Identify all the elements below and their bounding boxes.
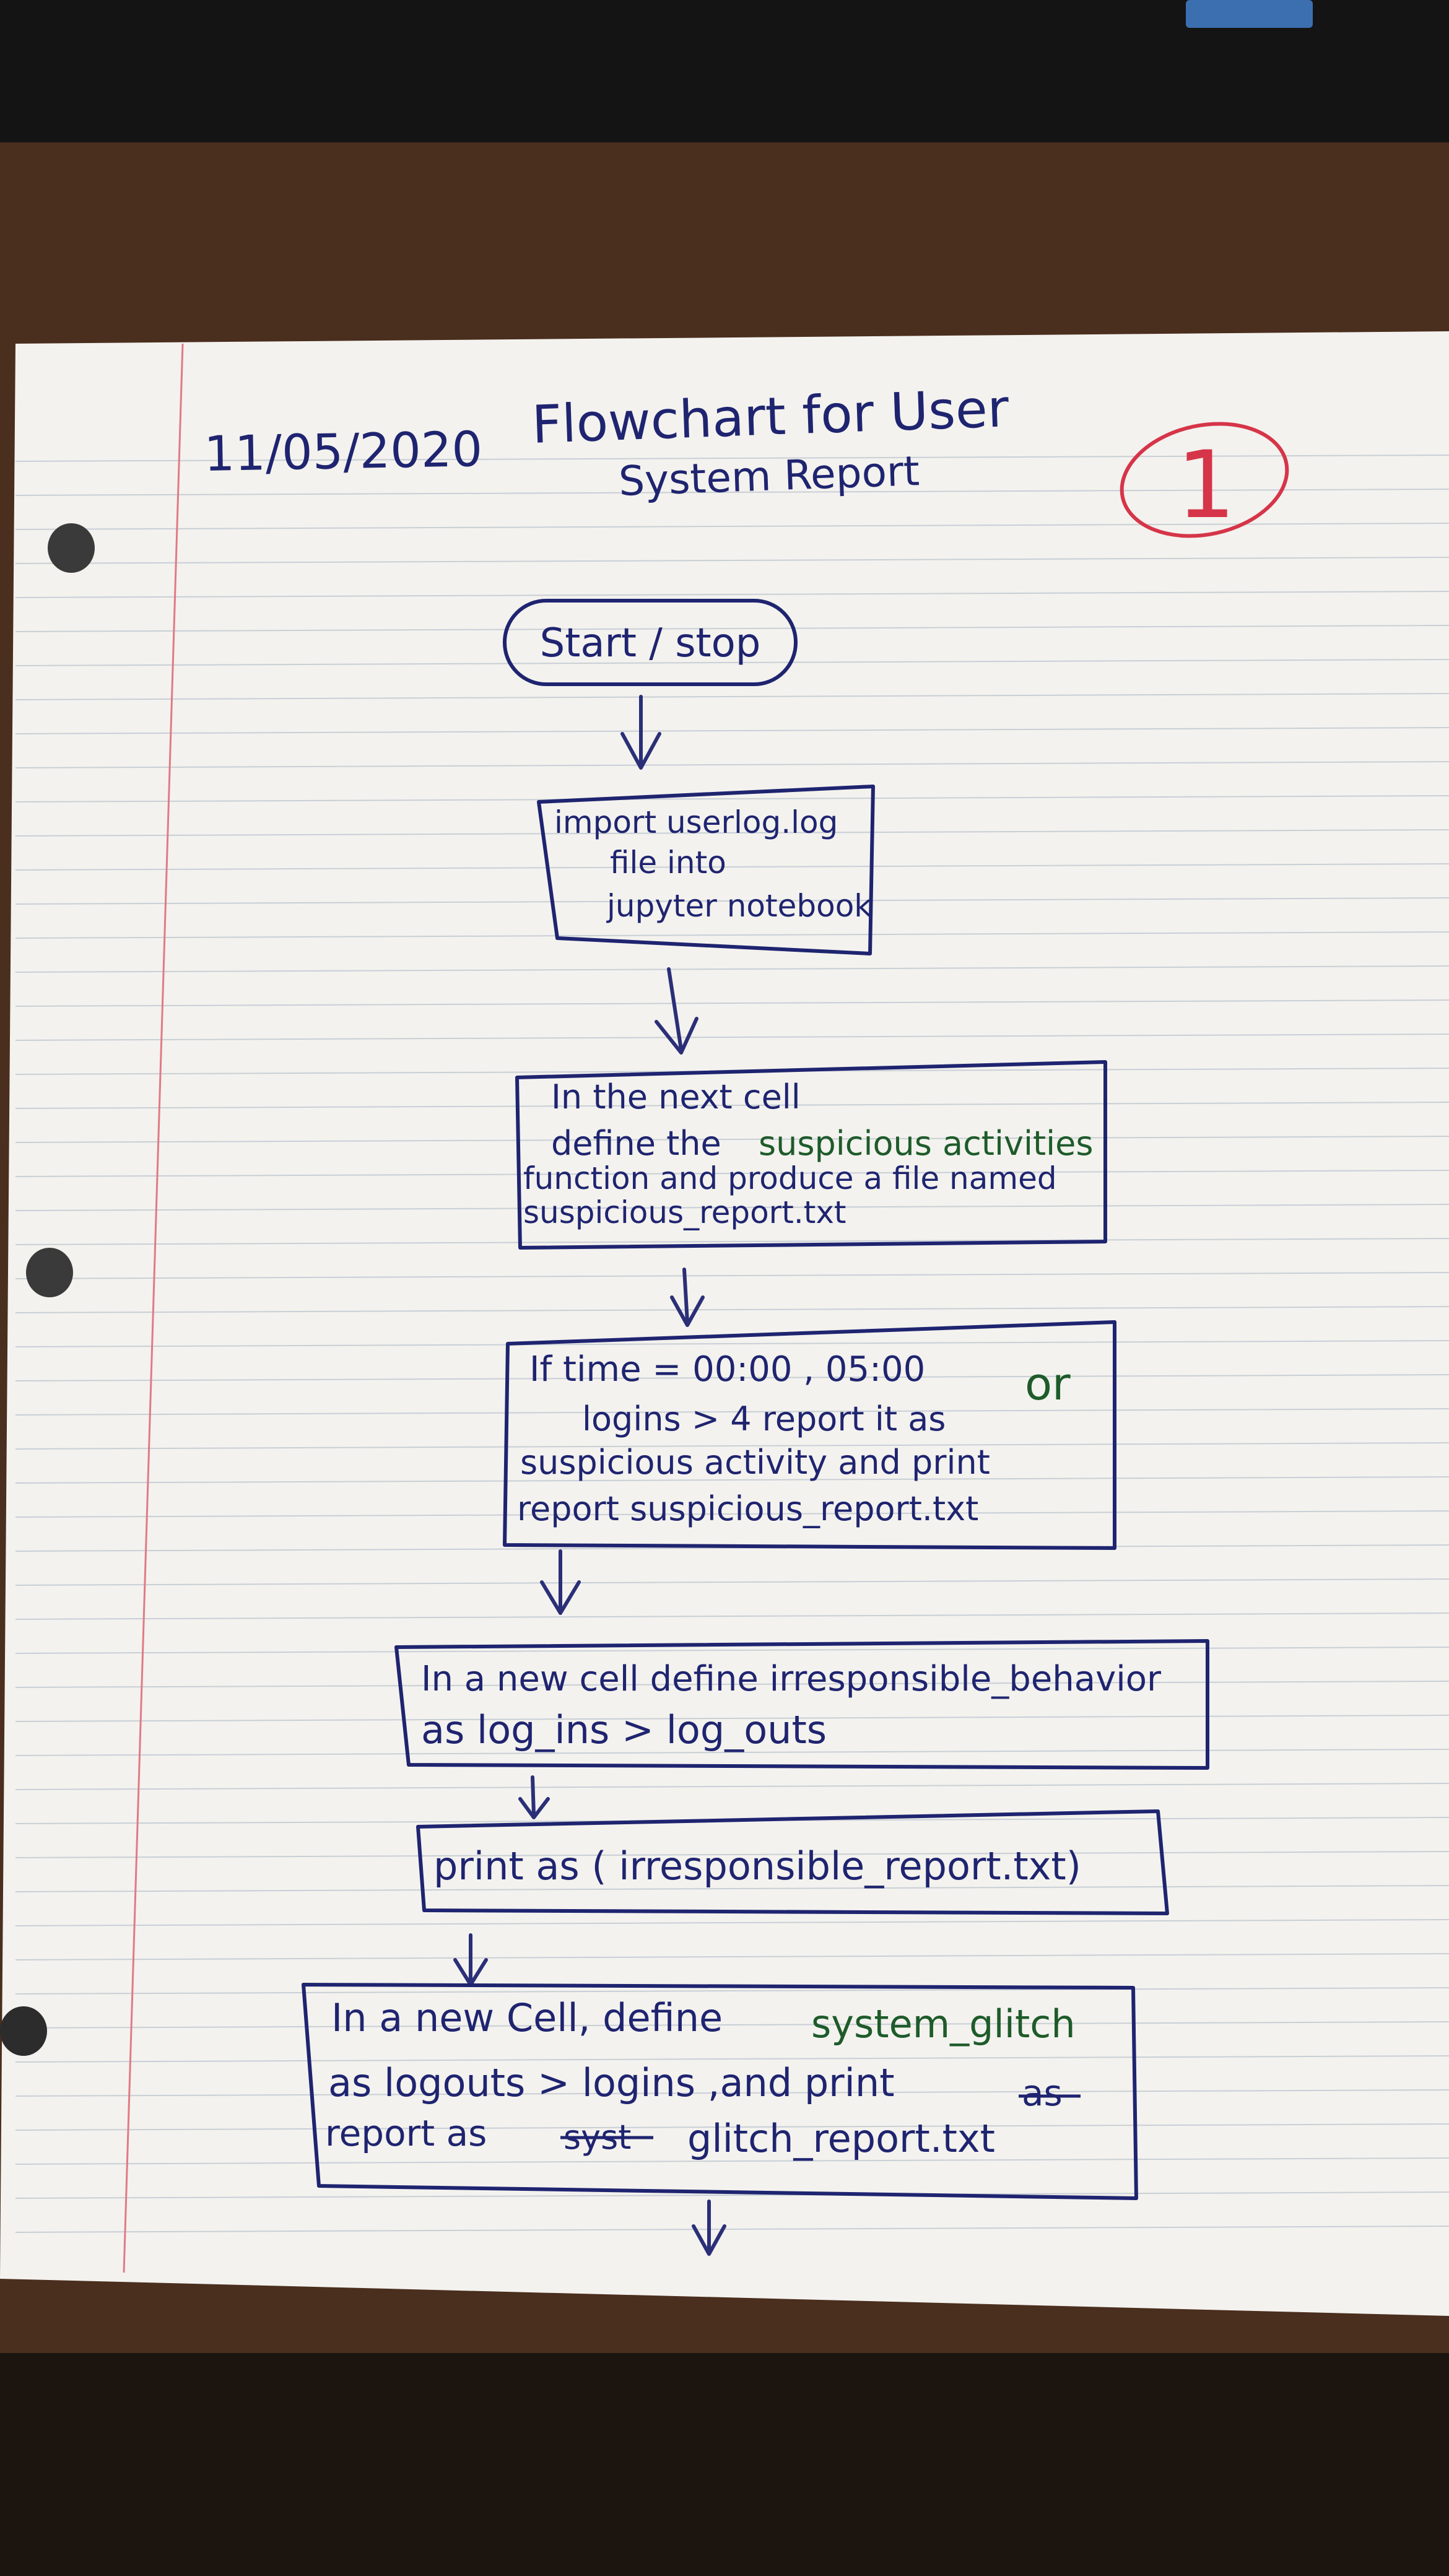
margin-line xyxy=(123,343,184,2273)
arrow-down xyxy=(540,1549,581,1615)
print-irresponsible-node: print as ( irresponsible_report.txt) xyxy=(416,1809,1169,1915)
define-line-4: suspicious_report.txt xyxy=(523,1194,846,1230)
notebook-page xyxy=(0,331,1449,2316)
desk-shadow-bottom xyxy=(0,2353,1449,2576)
arrow-down xyxy=(620,695,661,770)
define-line-3: function and produce a file named xyxy=(523,1160,1057,1196)
arrow-down xyxy=(655,967,698,1055)
arrow-down xyxy=(692,2200,726,2256)
irresponsible-line-1: In a new cell define irresponsible_behav… xyxy=(421,1659,1162,1699)
page-number: 1 xyxy=(1177,432,1235,539)
irresponsible-line-2: as log_ins > log_outs xyxy=(421,1707,827,1752)
punch-hole xyxy=(26,1248,73,1297)
start-stop-label: Start / stop xyxy=(540,620,761,666)
punch-hole xyxy=(0,2006,47,2056)
define-line-2a: define the xyxy=(551,1124,721,1163)
define-line-2b: suspicious activities xyxy=(759,1124,1093,1163)
page-date: 11/05/2020 xyxy=(204,422,483,482)
arrow-down xyxy=(518,1775,550,1819)
define-node: In the next cell define the suspicious a… xyxy=(515,1060,1107,1250)
print-irresponsible-label: print as ( irresponsible_report.txt) xyxy=(433,1843,1081,1889)
glitch-line-2a: as logouts > logins ,and print xyxy=(328,2060,895,2105)
glitch-node: In a new Cell, define system_glitch as l… xyxy=(302,1983,1138,2200)
laptop-sticker xyxy=(1186,0,1313,28)
punch-hole xyxy=(48,523,95,573)
condition-line-3: suspicious activity and print xyxy=(520,1443,990,1482)
import-line-1: import userlog.log xyxy=(554,804,838,840)
glitch-line-1b: system_glitch xyxy=(811,2001,1076,2047)
rule-lines xyxy=(15,455,1449,2233)
glitch-line-3a: report as xyxy=(325,2112,487,2154)
condition-or-note: or xyxy=(1025,1358,1071,1410)
glitch-line-3b: glitch_report.txt xyxy=(687,2116,995,2161)
page-subtitle: System Report xyxy=(618,447,920,505)
condition-node: If time = 00:00 , 05:00 or logins > 4 re… xyxy=(503,1320,1116,1550)
import-line-2: file into xyxy=(610,845,726,881)
condition-line-2: logins > 4 report it as xyxy=(582,1399,946,1438)
import-line-3: jupyter notebook xyxy=(606,888,872,924)
irresponsible-node: In a new cell define irresponsible_behav… xyxy=(394,1639,1209,1770)
glitch-line-2-strike: as xyxy=(1022,2072,1063,2114)
import-node: import userlog.log file into jupyter not… xyxy=(537,785,875,955)
start-stop-node: Start / stop xyxy=(503,599,798,686)
arrow-down xyxy=(670,1268,705,1327)
glitch-line-1a: In a new Cell, define xyxy=(331,1995,723,2040)
condition-line-1: If time = 00:00 , 05:00 xyxy=(529,1349,925,1390)
page-number-circle xyxy=(1120,422,1289,538)
condition-line-4: report suspicious_report.txt xyxy=(517,1489,978,1528)
define-line-1: In the next cell xyxy=(551,1077,801,1116)
